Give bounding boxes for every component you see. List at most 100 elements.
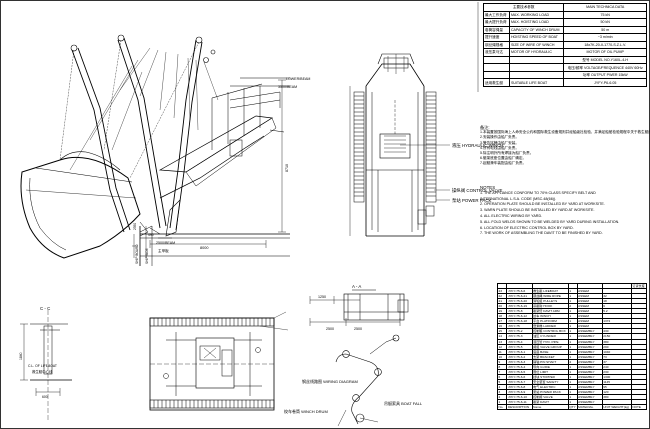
tech-val: MOTOR OF OIL PUMP — [563, 48, 647, 57]
dim-2350: 2350 — [133, 223, 137, 230]
tech-header-en: MAIN TECHNICA DATA — [563, 3, 647, 12]
tech-val: 75 kN — [563, 10, 647, 20]
dim-490: 490 — [148, 233, 154, 237]
tech-val: 型号 MODEL NO.Y160L-4-H — [563, 55, 647, 65]
parts-cell-name: 滑轮组 PULLEYS — [531, 298, 569, 305]
label-ship-side: SHIP SIDE — [145, 248, 149, 264]
parts-cell-code: JYFY-75-2 — [506, 328, 533, 335]
parts-cell-code: JYFY-75-3 — [506, 333, 533, 340]
tech-cn: 最大工作负荷 — [483, 10, 510, 20]
parts-cell-code: JYFY-75-6-6 — [506, 373, 533, 380]
parts-cell-mat: ASSEMBLY — [576, 383, 603, 390]
parts-cell-code: JYFY-75-6-12 — [506, 313, 533, 320]
notes-english: NOTES 1. THE APPLIANCE CONFORM TO 70% CL… — [480, 185, 646, 237]
note-en-line: 1. THE APPLIANCE CONFORM TO 70% CLASS SP… — [480, 190, 596, 195]
tech-val: ~3 m/min — [563, 33, 647, 42]
wiring-diagram — [335, 334, 400, 427]
parts-cell-code: JYFY-75-6-8 — [506, 383, 533, 390]
parts-cell-mat: ASSEMBLY — [576, 388, 603, 396]
parts-cell-code: JYFY-75-6-21 — [506, 293, 533, 300]
parts-cell-name: 阀组 VALVE GROUP — [531, 343, 569, 350]
parts-cell-name: 绞车 WINCH — [531, 313, 569, 320]
parts-cell-name: 救生艇 LIFEBOAT — [531, 288, 569, 295]
parts-cell-mat: ASSEMBLY — [576, 338, 603, 345]
view-labels: 液压 HYDRAULIC WINCH 操纵阀 CONTROL VALVE 泵站 … — [19, 77, 503, 414]
parts-cell-code: JYFY-75-6-7 — [506, 378, 533, 385]
tech-en: HOISTING SPEED OF BOAT — [508, 33, 565, 42]
parts-cell-name: 油缸 CYLINDER — [531, 333, 569, 340]
parts-cell-code: JYFY-75-6-9 — [506, 388, 533, 396]
plan-view — [149, 311, 289, 411]
parts-footer-mat: MATERIAL — [576, 404, 603, 411]
parts-cell-mat: ASSEMBLY — [576, 353, 603, 360]
label-main-deck: 主甲板 — [158, 248, 169, 253]
dim-600: 600 — [42, 395, 48, 399]
label-ship-board: SHIP BOARD — [135, 244, 139, 264]
label-section-c: C - C — [40, 306, 50, 311]
note-en-line: 6. LOCATION OF ELECTRIC CONTROL BOX BY Y… — [480, 225, 574, 230]
parts-cell-name: 液压管 HYD. PIPE — [531, 338, 569, 345]
label-boat-fall: 吊艇索具 BOAT FALL — [384, 400, 423, 406]
parts-cell-name: 艇架臂 DAVIT ARM — [531, 308, 569, 315]
parts-cell-name: 电气 ELECTRIC — [531, 383, 569, 390]
tech-cn: 液压泵马达 — [483, 48, 510, 57]
label-section-a: A - A — [352, 284, 361, 289]
tech-cn: 提升速度 — [483, 33, 510, 42]
note-en-line: 5. ALL FOLD WELDS SHOWN TO BE WELDED BY … — [480, 219, 620, 224]
notes-en-title: NOTES — [480, 185, 496, 190]
parts-footer-qty: QTY — [567, 404, 578, 411]
note-en-line: 4. ALL ELECTRIC WIRING BY YARD. — [480, 213, 543, 218]
tech-row: 功率 OUTPUT PWER 15kW — [483, 70, 647, 80]
tech-en — [508, 70, 565, 80]
parts-cell-mat: ASSEMBLY — [576, 373, 603, 380]
parts-cell-name: 销轴 PIN SHAFT — [531, 358, 569, 365]
parts-cell-name: 泵站 POWER PACK — [531, 388, 569, 396]
tech-en: MOTOR OF HYDRAULIC — [508, 48, 565, 57]
tech-val: 50 m — [563, 25, 647, 35]
parts-cell-mat: ASSEMBLY — [576, 363, 603, 370]
notes-cn-title: 备注: — [480, 125, 490, 130]
label-beam: 3500/BEAM — [278, 85, 297, 89]
parts-cell-code: JYFY-75-6-6 — [506, 288, 533, 295]
label-hydraulic-winch: 液压 HYDRAULIC WINCH — [452, 142, 503, 149]
parts-cell-code: JYFY-75-6-5 — [506, 368, 533, 375]
note-en-line: INTERNATIONAL L.S.A. CODE (MSC.48(66)). — [480, 196, 557, 201]
parts-cell-mat: ASSEMBLY — [576, 378, 603, 385]
parts-cell-code: JYFY-75-6-4 — [506, 363, 533, 370]
parts-footer-name: Name — [531, 404, 569, 411]
parts-cell-code: JYFY-75-8 — [506, 308, 533, 315]
parts-cell-mat: ASSEMBLY — [576, 358, 603, 365]
parts-cell-name: 平台 PLATFORM — [531, 318, 569, 325]
label-wiring-diagram: 钢丝线路图 WIRING DIAGRAM — [302, 378, 358, 384]
tech-val: 18x7K-20-II-1770-S.Z.L.V. — [563, 40, 647, 50]
tech-en — [508, 63, 565, 72]
label-center-line-cn: 救生艇中心线 — [32, 369, 53, 374]
dim-1840: 1840 — [19, 352, 23, 360]
tech-val: 功率 OUTPUT PWER 15kW — [563, 70, 647, 80]
parts-cell-mat: ASSEMBLY — [576, 348, 603, 355]
dim-2500b: 2500 — [354, 327, 362, 331]
parts-cell-code: JYFY-75-6-10 — [506, 394, 533, 401]
tech-cn: 最大提升负荷 — [483, 18, 510, 27]
parts-cell-code: JYFY-75-6-11 — [506, 399, 533, 406]
note-cn-line: 2.安装操作由船厂负责。 — [480, 135, 519, 140]
parts-cell-mat: ASSEMBLY — [576, 328, 603, 335]
parts-footer-wt: UNIT WEIGHT(kg) — [601, 404, 632, 411]
section-c-view — [20, 310, 72, 420]
tech-row: 型号 MODEL NO.Y160L-4-H — [483, 55, 647, 65]
